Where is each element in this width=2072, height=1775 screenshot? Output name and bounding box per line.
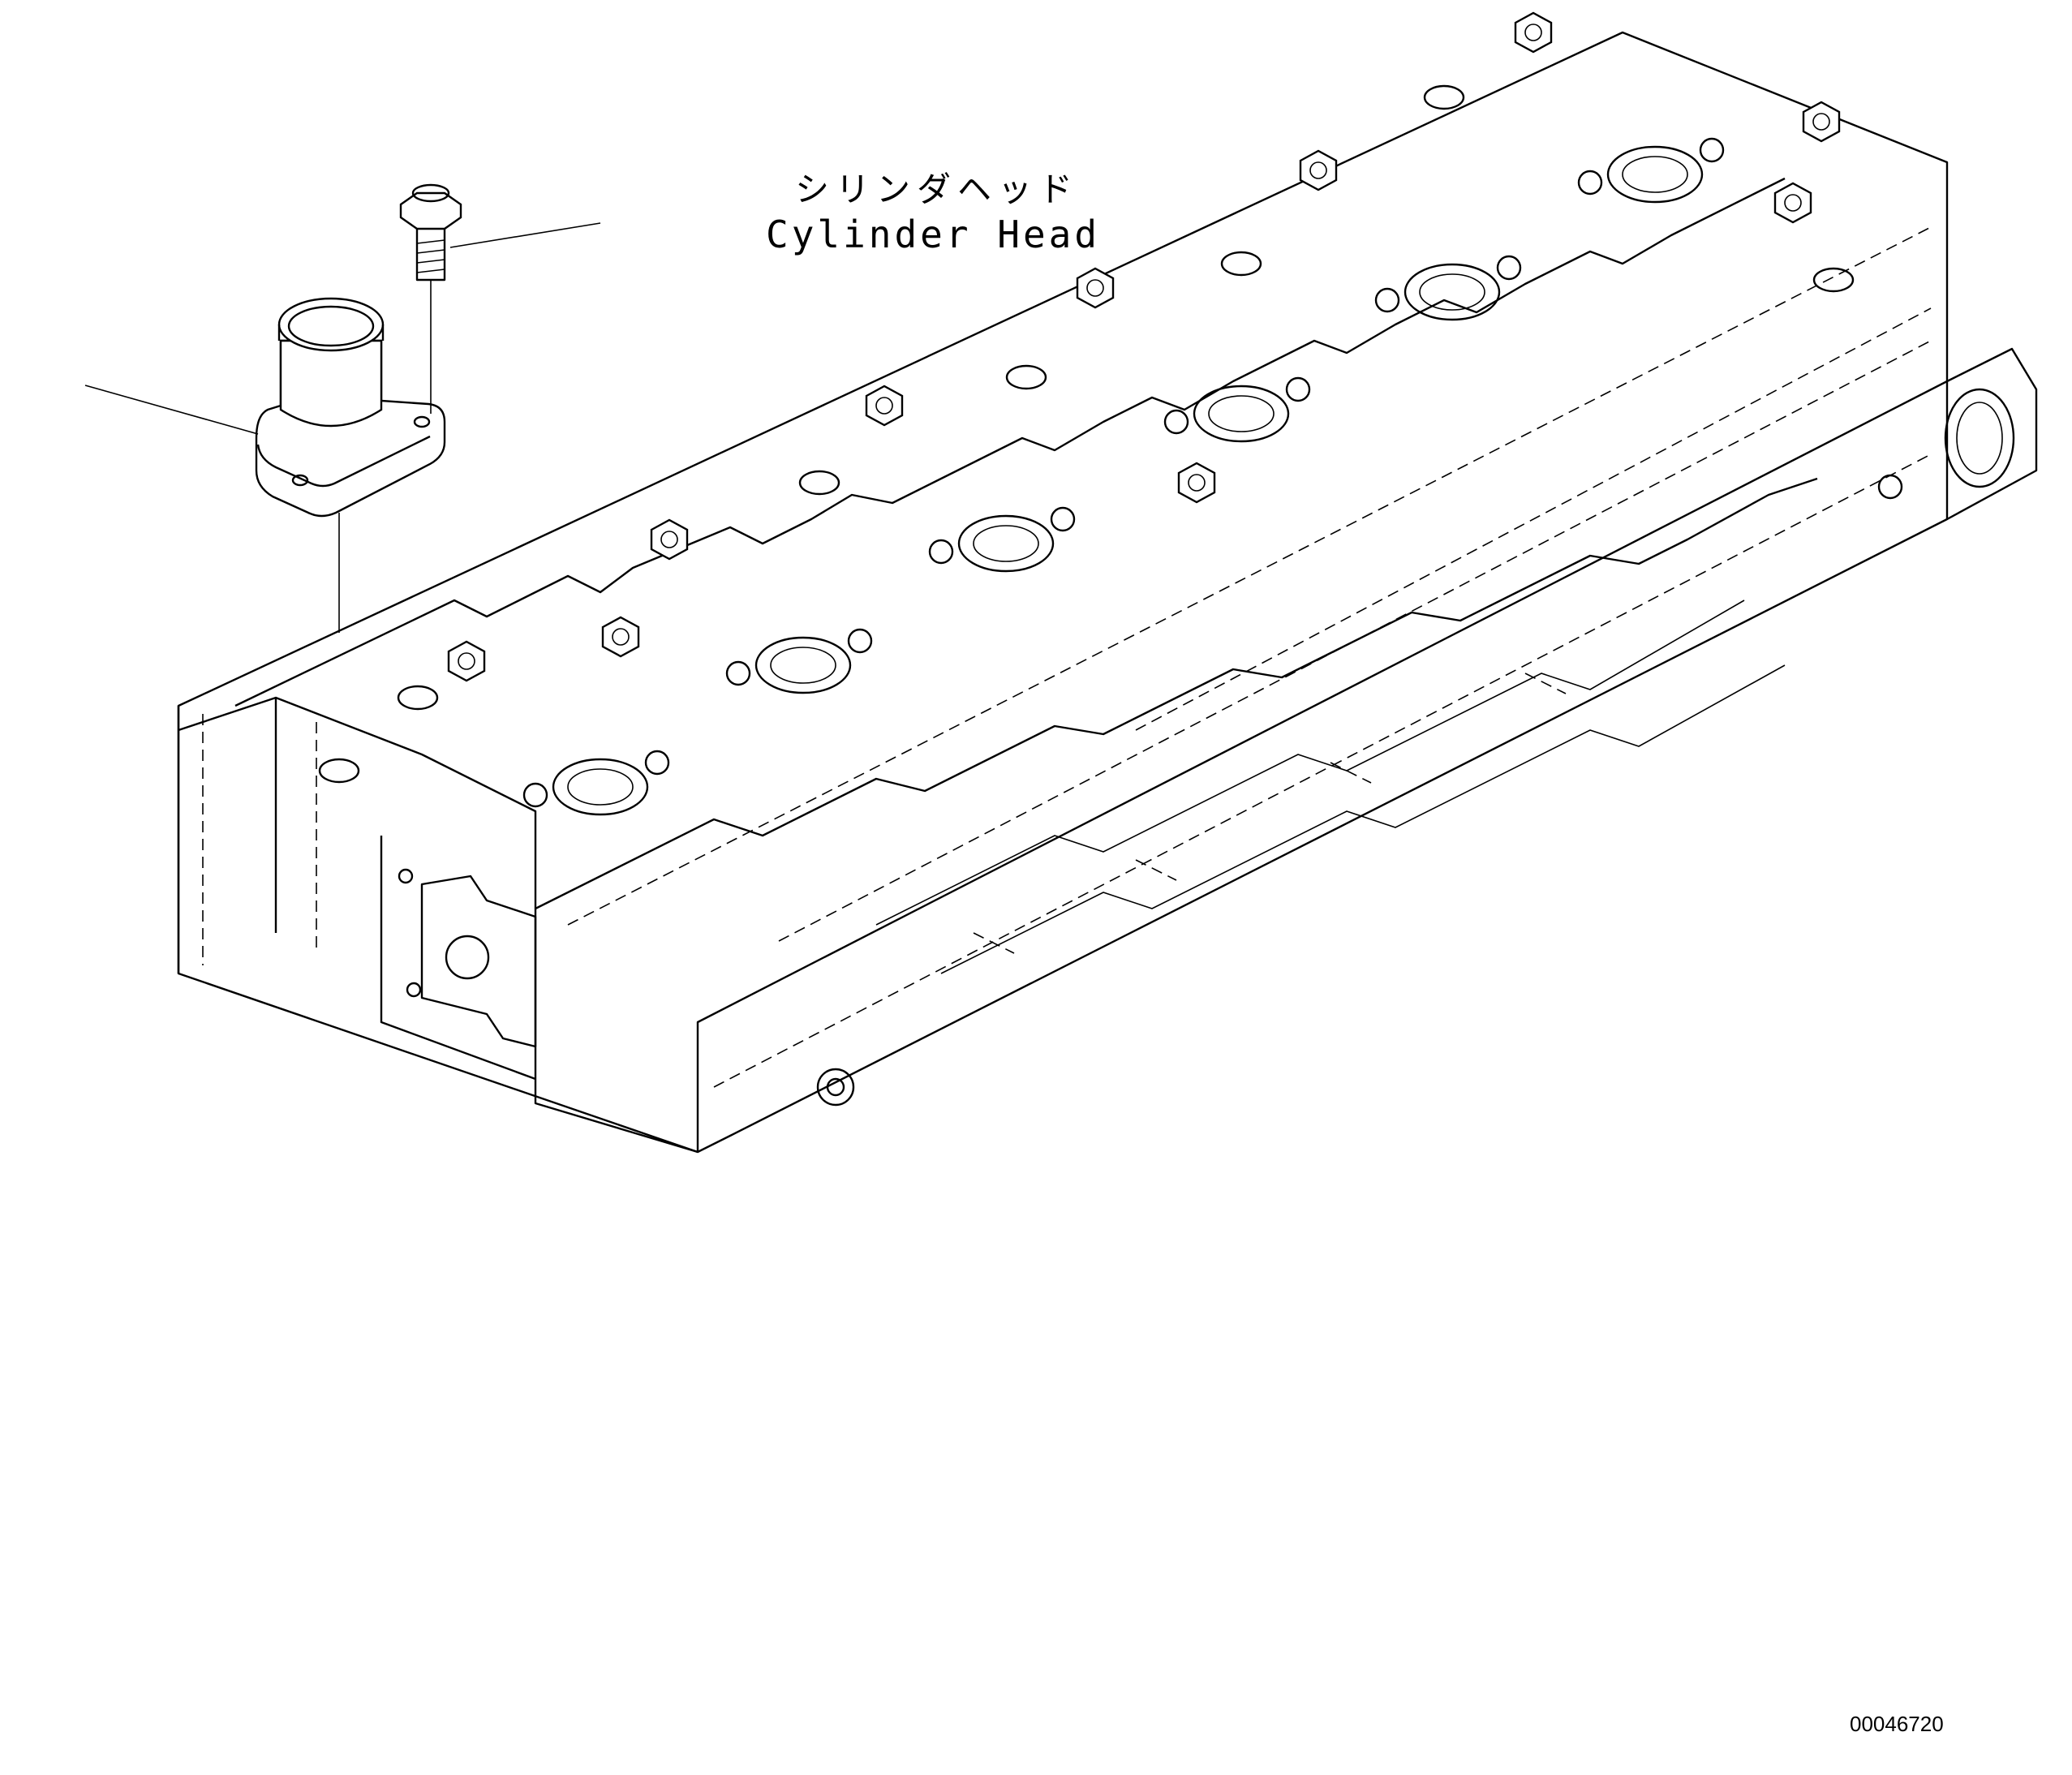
cylinder-head-body	[177, 31, 2038, 1154]
cylinder-bores	[522, 137, 1725, 816]
figure-id: 00046720	[1850, 1712, 1944, 1736]
component-label-english: Cylinder Head	[766, 213, 1101, 256]
component-label-japanese: シリンダヘッド	[795, 170, 1080, 209]
flange-bolt	[399, 183, 462, 282]
water-outlet-housing	[255, 297, 446, 518]
leader-lines	[84, 222, 601, 633]
head-bolts	[318, 11, 1855, 784]
